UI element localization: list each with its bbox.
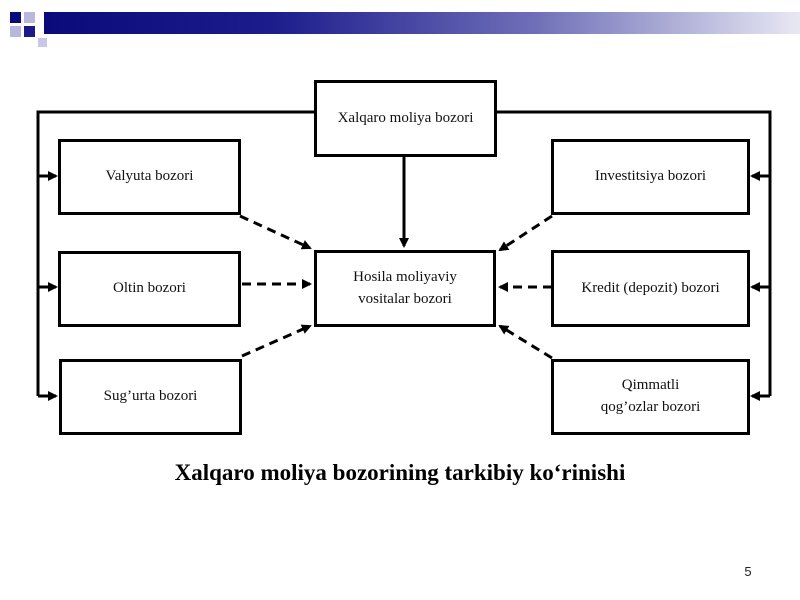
header-square-dark [10, 12, 21, 23]
node-left-3: Sug’urta bozori [59, 359, 242, 435]
slide-header-bar [0, 0, 800, 48]
header-square-dark [24, 26, 35, 37]
dashed-arrow-investitsiya-to-center [498, 214, 553, 252]
node-right-2: Kredit (depozit) bozori [551, 250, 750, 327]
left-bus-line [36, 110, 315, 396]
dashed-arrow-valyuta-to-center [239, 214, 312, 250]
diagram-caption: Xalqaro moliya bozorining tarkibiy ko‘ri… [174, 460, 626, 485]
header-square-light [10, 26, 21, 37]
header-gradient-band [44, 12, 800, 34]
header-square-light [24, 12, 35, 23]
node-top: Xalqaro moliya bozori [314, 80, 497, 157]
dashed-arrow-sugurta-to-center [241, 324, 312, 358]
dashed-arrow-qimmatli-to-center [498, 324, 553, 360]
page-number: 5 [744, 564, 752, 579]
node-right-3: Qimmatli qog’ozlar bozori [551, 359, 750, 435]
right-bus-line [496, 110, 772, 396]
node-center: Hosila moliyaviy vositalar bozori [314, 250, 496, 327]
header-square-light [38, 38, 47, 47]
node-left-1: Valyuta bozori [58, 139, 241, 215]
node-left-2: Oltin bozori [58, 251, 241, 327]
node-right-1: Investitsiya bozori [551, 139, 750, 215]
